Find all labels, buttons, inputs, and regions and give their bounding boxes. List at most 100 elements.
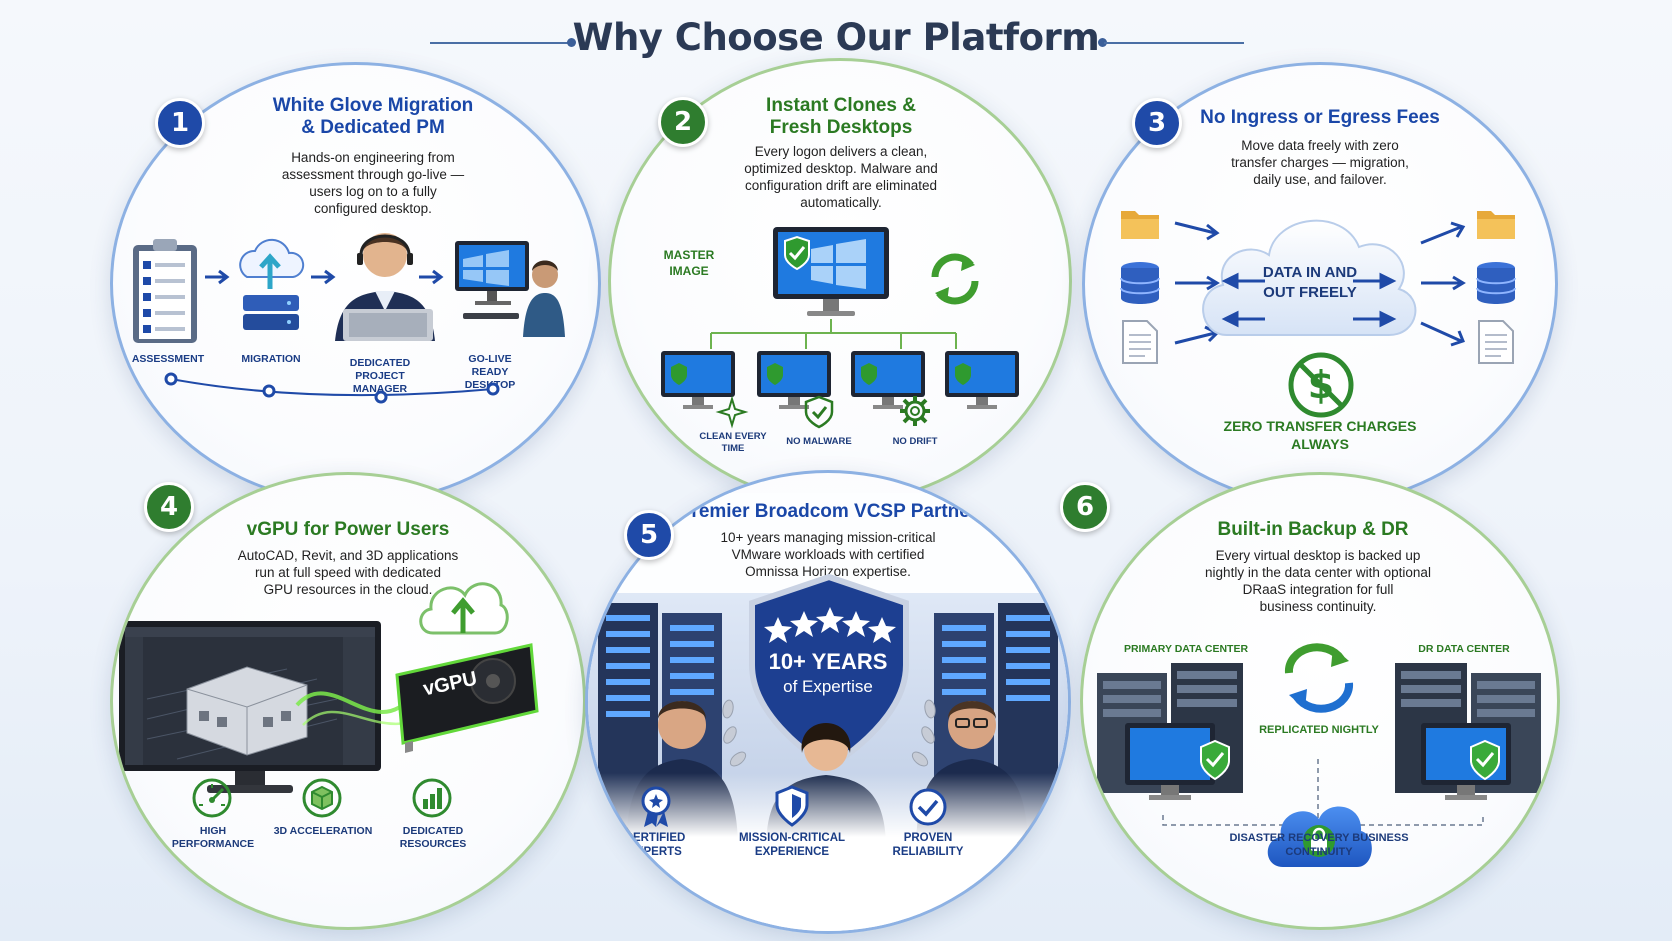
card-3-desc-line-3: daily use, and failover. [1253,172,1387,187]
step-assessment-label: ASSESSMENT [131,353,205,365]
arrow-right-icon [311,269,336,285]
card-2-number-badge: 2 [658,97,708,147]
card-6-description: Every virtual desktop is backed up night… [1133,547,1503,615]
feature-proven-reliability-label: PROVEN RELIABILITY [892,832,964,858]
check-circle-icon [909,788,947,826]
feature-mission-critical-label: MISSION-CRITICAL EXPERIENCE [738,832,846,858]
title-line-left [430,42,570,44]
card-2-description: Every logon delivers a clean, optimized … [681,143,1001,211]
laurel-wreath [722,699,936,767]
card-3-title: No Ingress or Egress Fees [1200,107,1440,128]
dr-datacenter-icon [1395,663,1541,800]
card-1-title-line-1: White Glove Migration [272,95,474,116]
shield-expertise-text: of Expertise [783,677,873,696]
clone-monitor-4 [945,351,1019,409]
cloud-label: DATA IN AND OUT FREELY [1262,264,1358,301]
feature-clean-label: CLEAN EVERY TIME [699,431,767,454]
bidirectional-arrows-icon [1221,272,1397,328]
primary-datacenter-icon [1097,663,1243,800]
card-vgpu: vGPU for Power Users AutoCAD, Revit, and… [110,472,586,930]
clone-tree-lines [710,319,957,349]
feature-certified-experts-label: CERTIFIED EXPERTS [624,832,686,858]
card-6-number-badge: 6 [1060,482,1110,532]
cloud-lock-icon [1267,806,1372,867]
arrows-in [1174,221,1220,345]
card-1-desc-line-2: assessment through go-live — [281,167,465,182]
clone-monitor-3 [851,351,925,409]
folder-icon [1477,211,1515,239]
card-4-desc-line-3: GPU resources in the cloud. [263,582,433,597]
card-1-description: Hands-on engineering from assessment thr… [213,149,533,217]
timeline [164,372,500,404]
step-migration-label: MIGRATION [241,353,301,365]
card-4-title: vGPU for Power Users [246,519,450,540]
gpu-card-icon [395,643,539,753]
gear-icon [900,396,930,426]
card-1-desc-line-4: configured desktop. [314,201,432,216]
card-backup-dr: Built-in Backup & DR Every virtual deskt… [1080,472,1560,930]
card-5-title: Premier Broadcom VCSP Partner [678,501,978,522]
feature-no-drift-label: NO DRIFT [892,436,938,447]
card-2-desc-line-2: optimized desktop. Malware and [744,161,938,176]
card-3-desc-line-1: Move data freely with zero [1241,138,1399,153]
card-6-desc-line-4: business continuity. [1259,599,1377,614]
clipboard-checklist-icon [133,239,197,343]
disaster-recovery-label: DISASTER RECOVERY BUSINESS CONTINUITY [1229,832,1409,858]
card-2-title-line-1: Instant Clones & [766,95,916,116]
cloud-upload-server-icon [239,238,305,330]
database-icon [1476,262,1516,304]
speedometer-icon [192,778,232,818]
clone-monitor-2 [757,351,831,409]
card-2-title: Instant Clones & Fresh Desktops [691,95,991,139]
arrows-out [1420,221,1466,347]
cloud-upload-icon [419,582,509,635]
bar-chart-icon [412,778,452,818]
card-3-number-badge: 3 [1132,98,1182,148]
card-5-number-badge: 5 [624,510,674,560]
master-monitor-icon [773,227,889,316]
card-5-desc-line-3: Omnissa Horizon expertise. [745,564,911,579]
card-1-desc-line-3: users log on to a fully [309,184,437,199]
sparkle-icon [715,395,749,429]
cloud-icon [1202,219,1417,336]
card-5-desc-line-1: 10+ years managing mission-critical [720,530,936,545]
folder-icon [1121,211,1159,239]
feature-3d-acceleration-label: 3D ACCELERATION [273,825,373,837]
card-4-desc-line-1: AutoCAD, Revit, and 3D applications [237,548,459,563]
desktop-user-icon [455,241,565,337]
card-4-description: AutoCAD, Revit, and 3D applications run … [173,547,523,598]
card-5-description: 10+ years managing mission-critical VMwa… [648,529,1008,580]
title-dot-right [1098,38,1107,47]
card-3-description: Move data freely with zero transfer char… [1165,137,1475,188]
shield-check-icon [804,395,834,429]
title-dot-left [567,38,576,47]
header: Why Choose Our Platform [0,8,1672,68]
feature-no-malware-label: NO MALWARE [786,436,852,447]
card-4-desc-line-2: run at full speed with dedicated [254,565,442,580]
replicated-nightly-label: REPLICATED NIGHTLY [1259,724,1379,736]
no-dollar-icon: $ [1288,352,1354,418]
clone-monitor-1 [661,351,735,409]
ribbon-award-icon [641,786,671,827]
card-1-desc-line-1: Hands-on engineering from [291,150,455,165]
dr-dc-label: DR DATA CENTER [1418,643,1510,655]
card-4-number-badge: 4 [144,482,194,532]
document-icon [1478,320,1514,364]
card-6-desc-line-1: Every virtual desktop is backed up [1215,548,1421,563]
feature-dedicated-resources-label: DEDICATED RESOURCES [399,825,467,850]
card-6-desc-line-3: DRaaS integration for full [1242,582,1394,597]
card-2-title-line-2: Fresh Desktops [769,117,913,138]
clone-monitors [661,351,1019,409]
title-line-right [1104,42,1244,44]
master-image-label: MASTER IMAGE [663,248,715,278]
step-pm-label: DEDICATED PROJECT MANAGER [349,357,411,395]
card-3-desc-line-2: transfer charges — migration, [1231,155,1409,170]
shield-years-text: 10+ YEARS [768,649,888,674]
card-6-desc-line-2: nightly in the data center with optional [1205,565,1431,580]
refresh-icon [931,253,979,305]
feature-high-performance-label: HIGH PERFORMANCE [171,825,255,850]
card-1-title: White Glove Migration & Dedicated PM [223,95,523,139]
cad-monitor-icon [119,621,381,793]
card-1-title-line-2: & Dedicated PM [301,117,445,138]
card-2-desc-line-1: Every logon delivers a clean, [754,144,928,159]
